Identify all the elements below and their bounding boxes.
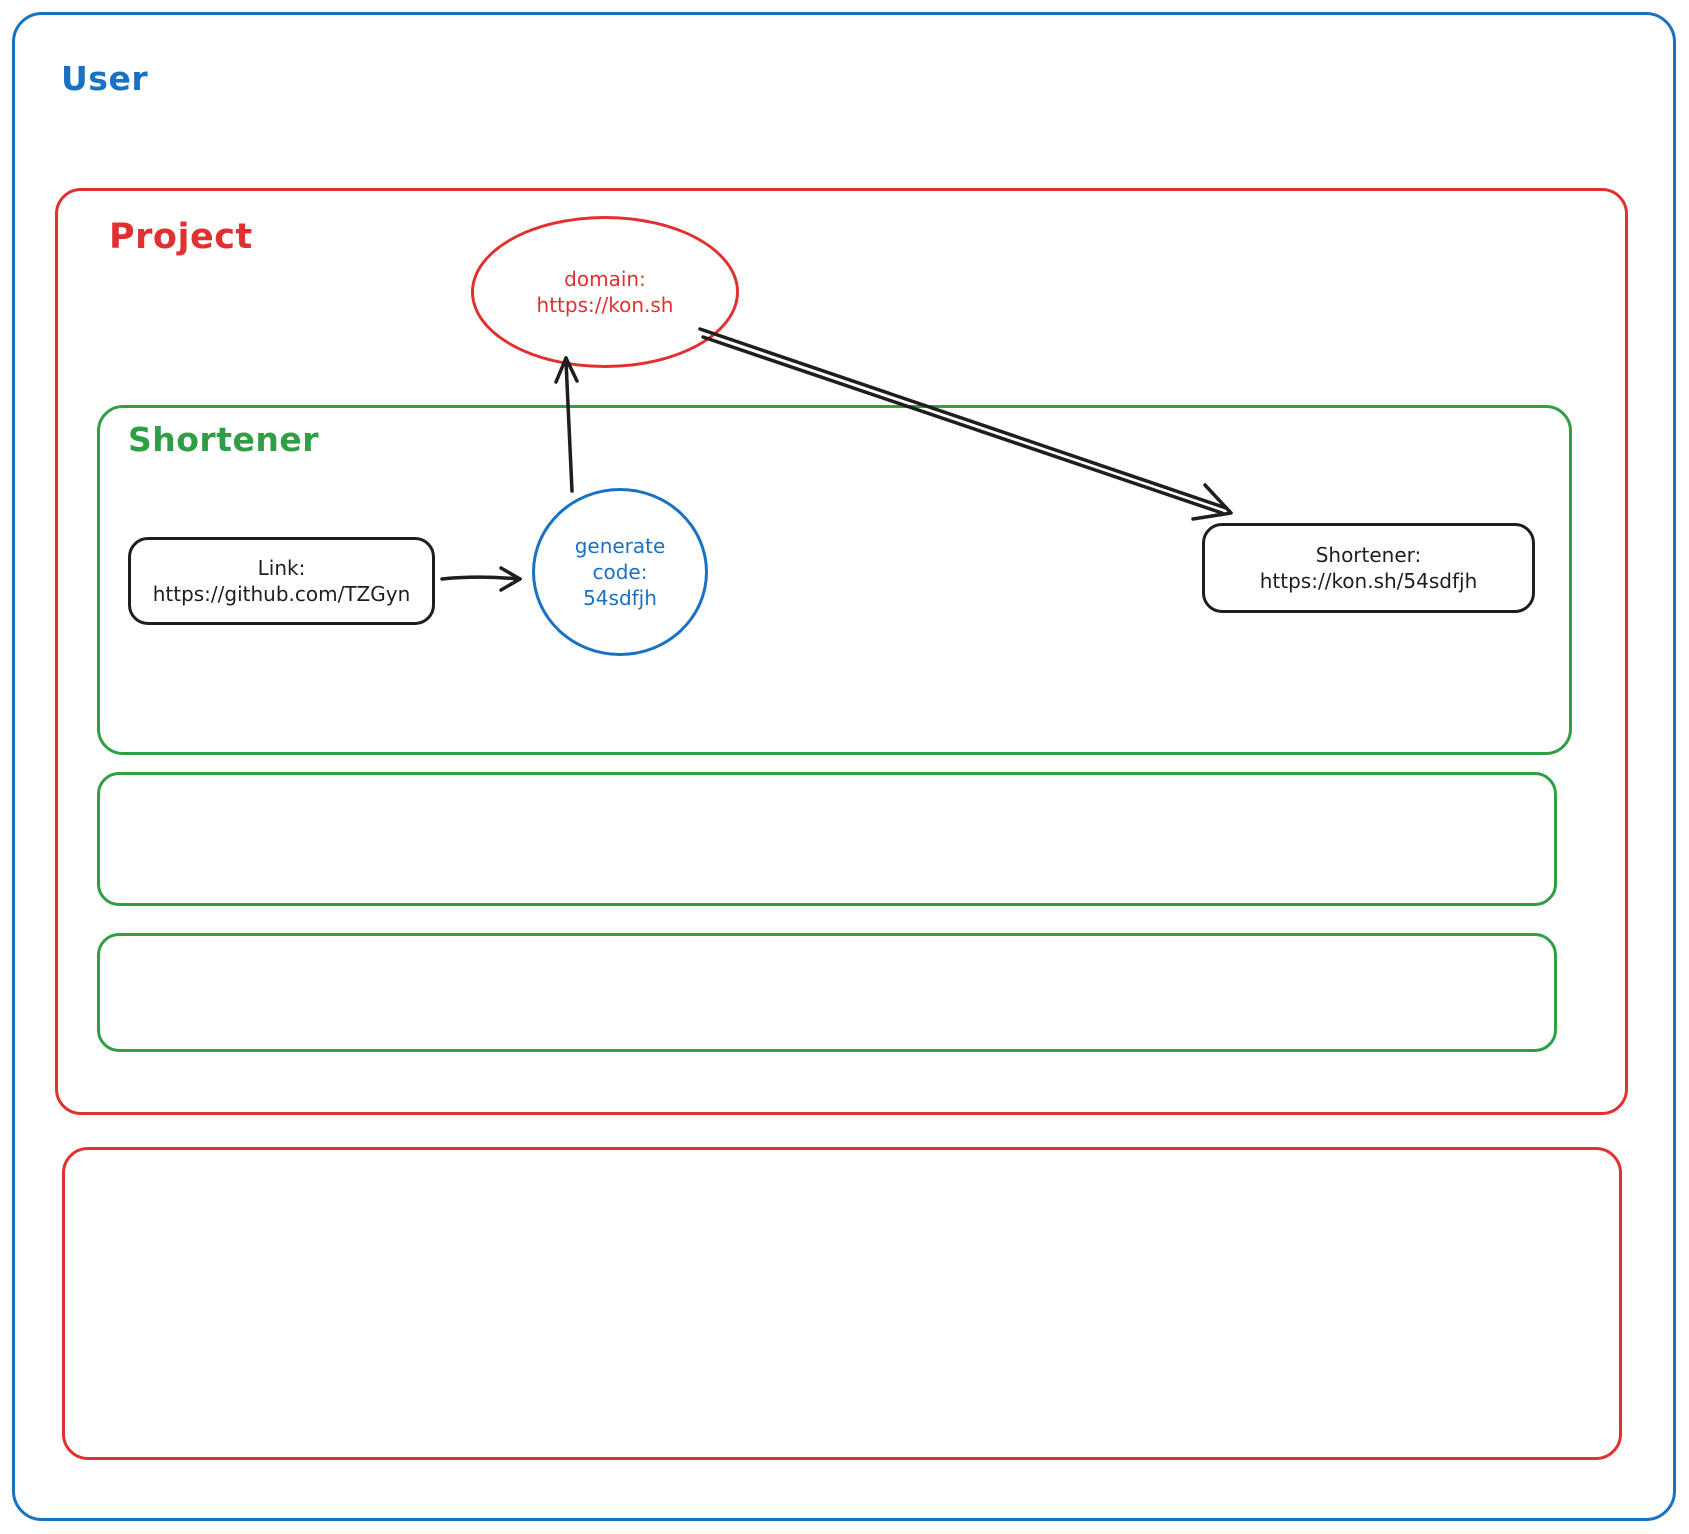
shortener-container-label: Shortener <box>128 420 320 459</box>
user-container-box[interactable]: User <box>12 12 1676 1521</box>
empty-green-row-1[interactable] <box>97 772 1557 906</box>
generate-word: generate <box>574 534 666 558</box>
generate-code-circle-node[interactable]: generate code: 54sdfjh <box>532 488 708 656</box>
domain-label: domain: <box>564 267 646 291</box>
empty-red-row[interactable] <box>62 1147 1622 1460</box>
code-value: 54sdfjh <box>583 586 657 610</box>
link-label: Link: <box>257 556 306 580</box>
link-box-node[interactable]: Link: https://github.com/TZGyn <box>128 537 435 625</box>
shortener-result-box-node[interactable]: Shortener: https://kon.sh/54sdfjh <box>1202 523 1535 613</box>
user-container-label: User <box>61 59 149 98</box>
domain-url: https://kon.sh <box>536 293 674 317</box>
result-url: https://kon.sh/54sdfjh <box>1259 569 1478 593</box>
link-url: https://github.com/TZGyn <box>152 582 411 606</box>
project-container-label: Project <box>109 217 253 257</box>
empty-green-row-2[interactable] <box>97 933 1557 1052</box>
project-container-box[interactable]: Project <box>55 188 1628 1115</box>
code-word: code: <box>592 560 648 584</box>
result-label: Shortener: <box>1315 543 1422 567</box>
domain-ellipse-node[interactable]: domain: https://kon.sh <box>471 216 739 368</box>
